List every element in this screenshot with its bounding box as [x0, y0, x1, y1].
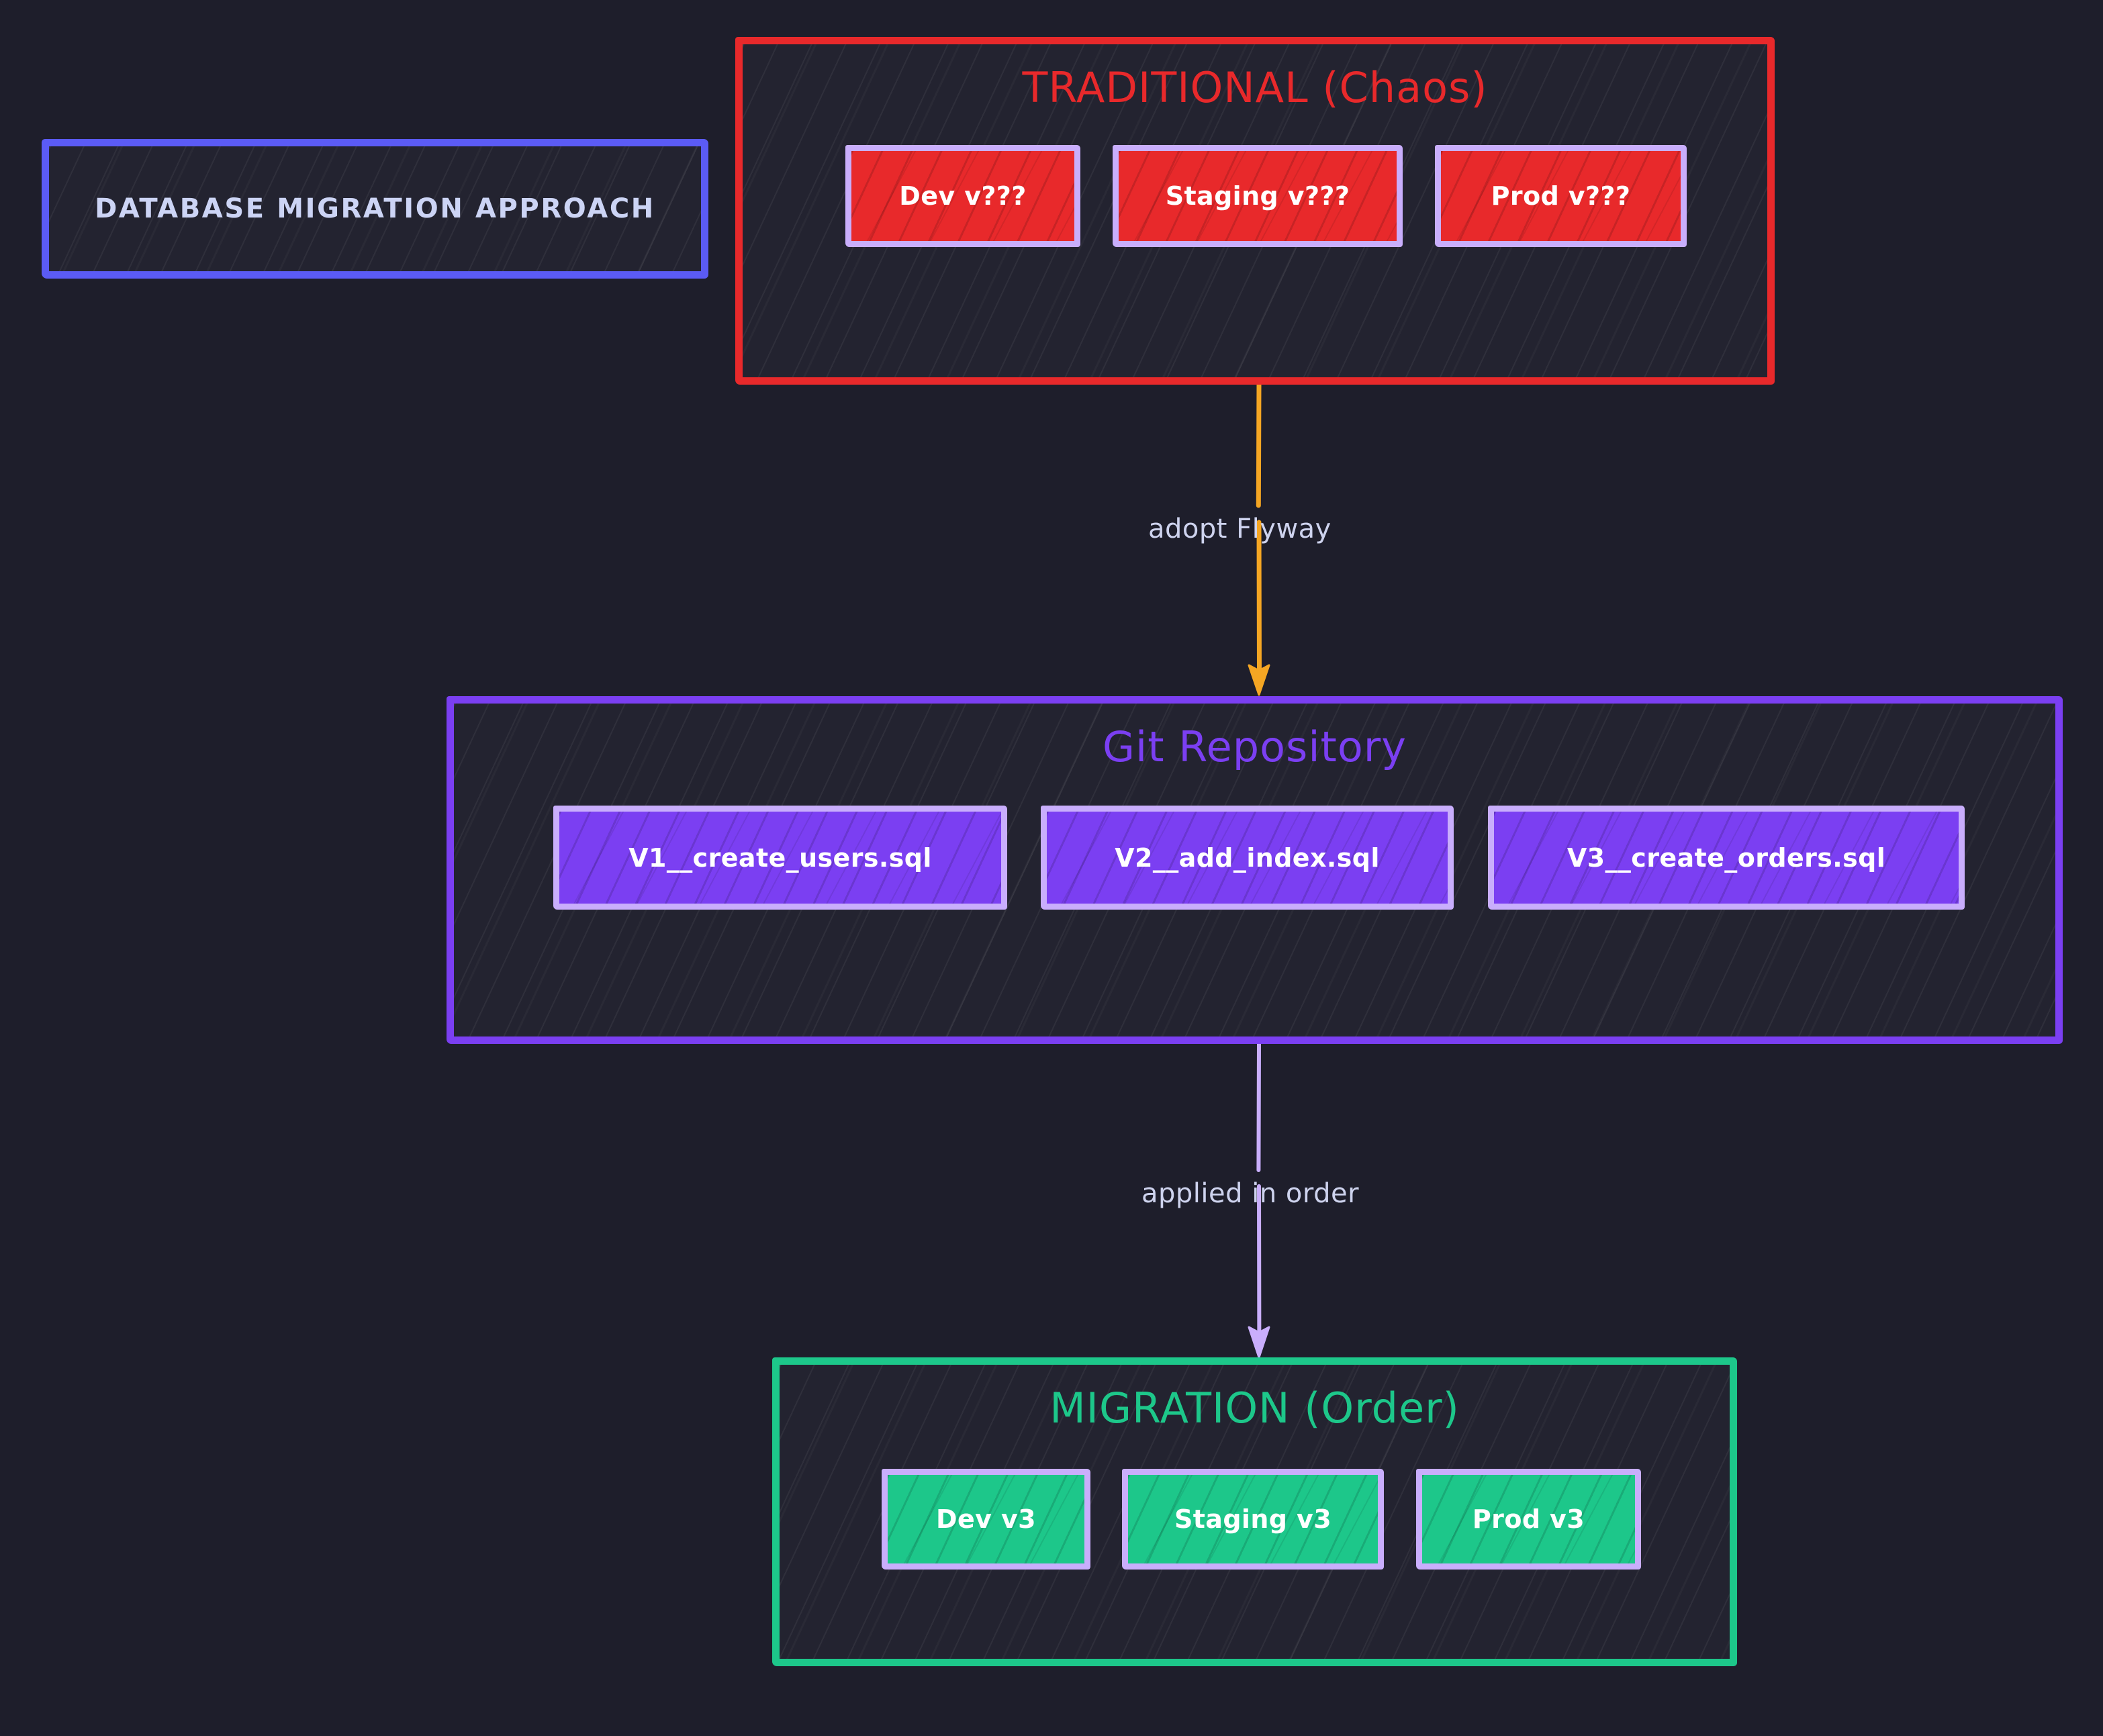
node-dev-unknown[interactable]: Dev v???: [845, 145, 1080, 247]
node-dev-v3[interactable]: Dev v3: [882, 1469, 1090, 1570]
node-prod-v3[interactable]: Prod v3: [1416, 1469, 1641, 1570]
node-label: V2__add_index.sql: [1115, 842, 1380, 873]
edge-adopt-flyway-arrow: [1248, 382, 1270, 696]
node-staging-v3[interactable]: Staging v3: [1122, 1469, 1384, 1570]
database-migration-approach-label: DATABASE MIGRATION APPROACH: [95, 193, 655, 224]
database-migration-approach-box: DATABASE MIGRATION APPROACH: [42, 139, 708, 279]
migration-order-group: MIGRATION (Order) Dev v3 Staging v3 Prod…: [772, 1357, 1737, 1666]
edge-label-adopt-flyway: adopt Flyway: [1148, 514, 1331, 544]
edge-label-applied-in-order: applied in order: [1141, 1178, 1360, 1209]
git-repository-group: Git Repository V1__create_users.sql V2__…: [447, 696, 2063, 1044]
node-label: Dev v???: [899, 181, 1027, 211]
edge-adopt-flyway: [1239, 382, 1279, 697]
node-label: V3__create_orders.sql: [1567, 842, 1886, 873]
node-label: Staging v???: [1165, 181, 1350, 211]
traditional-chaos-title: TRADITIONAL (Chaos): [1022, 63, 1488, 112]
migration-order-title: MIGRATION (Order): [1049, 1384, 1460, 1433]
traditional-chaos-group: TRADITIONAL (Chaos) Dev v??? Staging v??…: [735, 37, 1775, 385]
node-label: Dev v3: [936, 1504, 1036, 1534]
node-v1-create-users[interactable]: V1__create_users.sql: [553, 806, 1007, 910]
git-repository-title: Git Repository: [1103, 722, 1407, 771]
node-v2-add-index[interactable]: V2__add_index.sql: [1041, 806, 1454, 910]
node-label: Prod v3: [1472, 1504, 1585, 1534]
edge-applied-in-order-arrow: [1248, 1042, 1270, 1359]
node-v3-create-orders[interactable]: V3__create_orders.sql: [1488, 806, 1965, 910]
edge-applied-in-order: [1239, 1042, 1279, 1359]
node-label: Staging v3: [1174, 1504, 1332, 1534]
node-label: V1__create_users.sql: [628, 842, 932, 873]
node-prod-unknown[interactable]: Prod v???: [1435, 145, 1687, 247]
node-staging-unknown[interactable]: Staging v???: [1113, 145, 1403, 247]
node-label: Prod v???: [1491, 181, 1631, 211]
